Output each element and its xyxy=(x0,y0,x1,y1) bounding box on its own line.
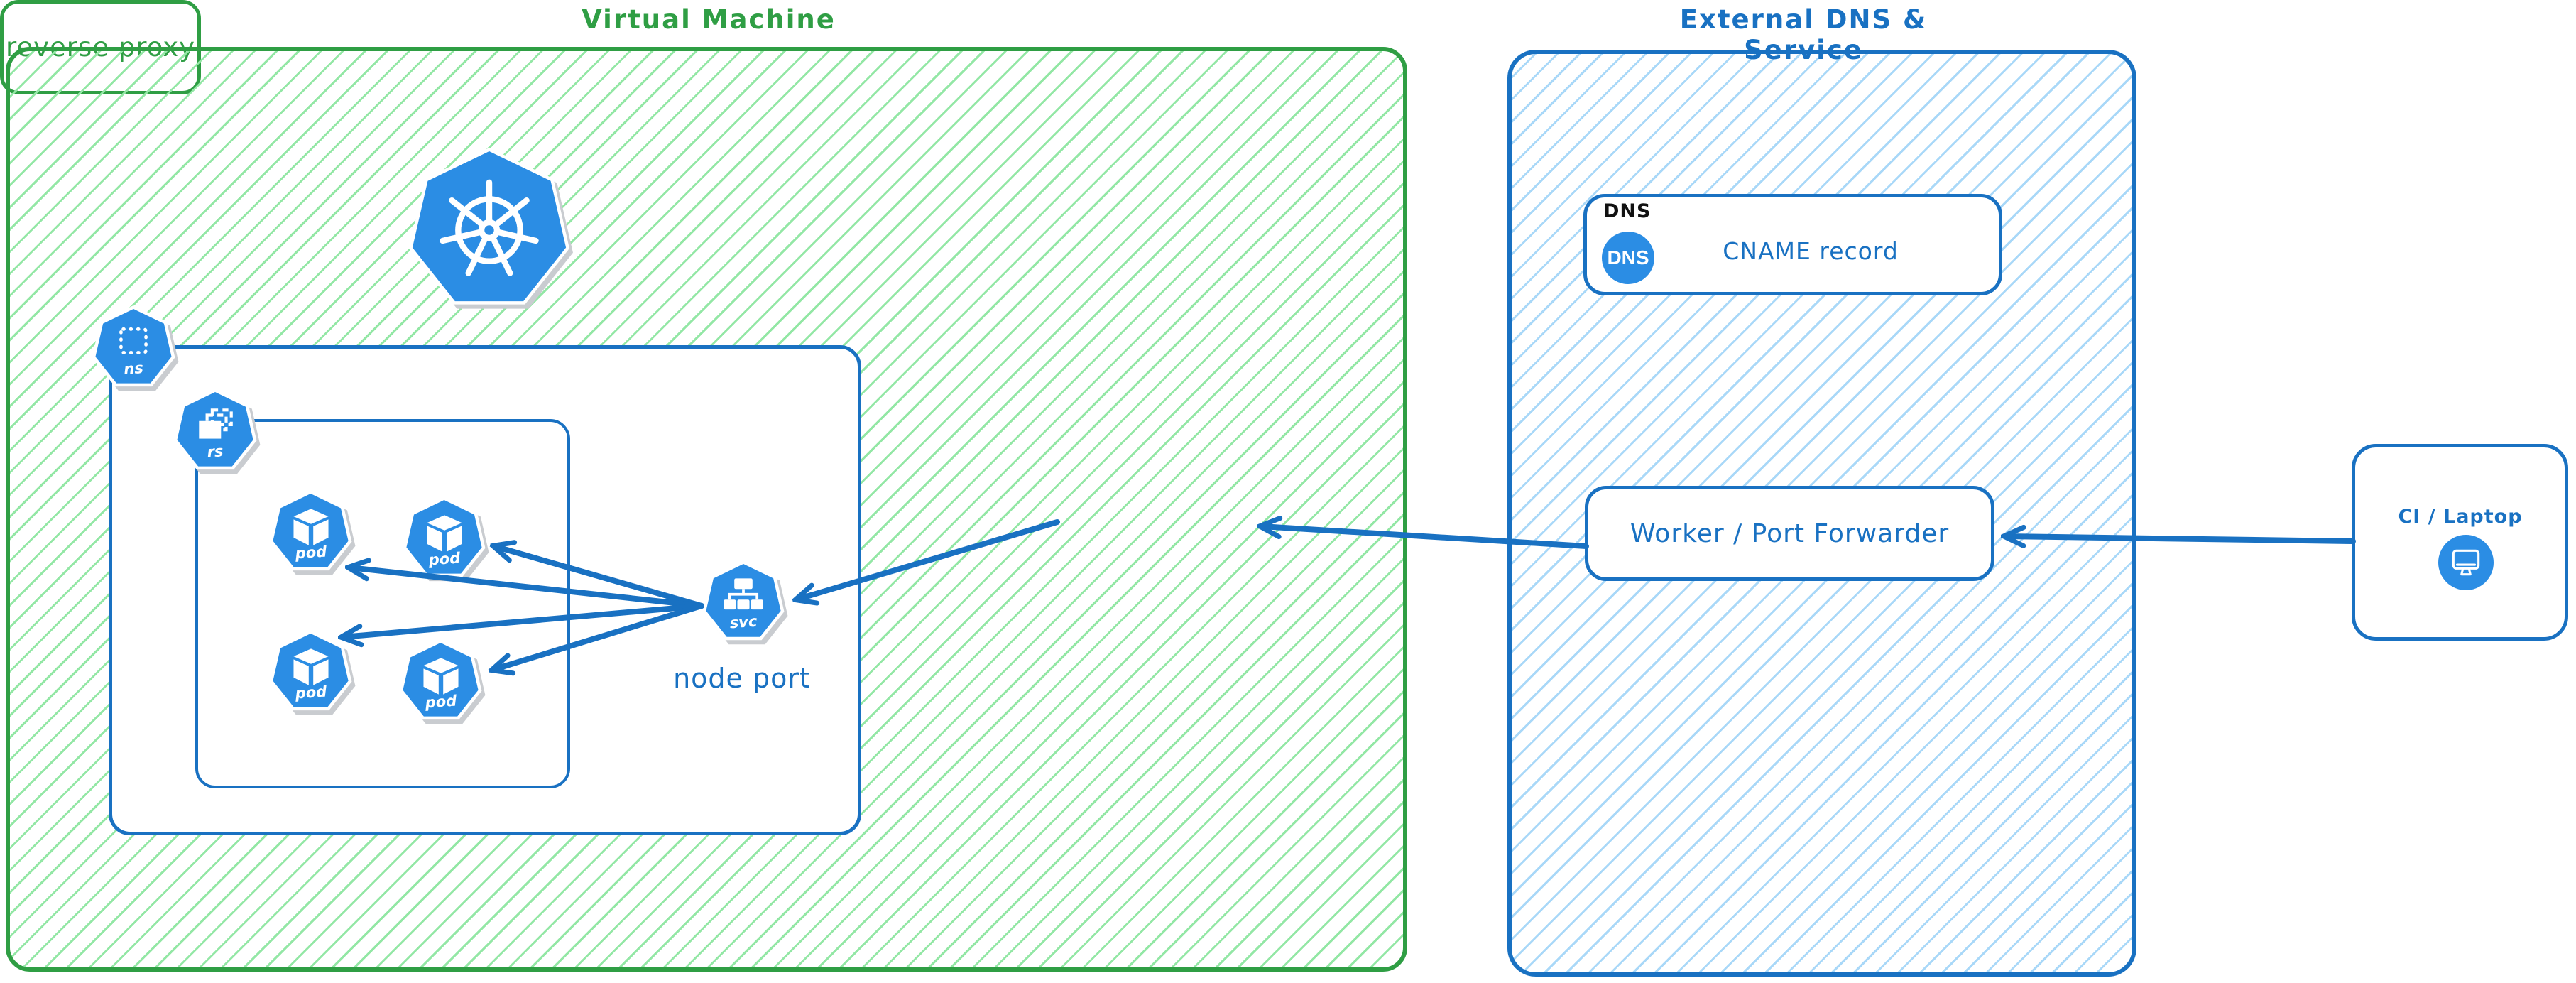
helm-wheel-icon xyxy=(440,179,539,276)
cname-record-label: CNAME record xyxy=(1723,237,1899,265)
pod-icon: pod xyxy=(402,496,486,581)
dns-tag-label: DNS xyxy=(1603,200,1652,222)
service-icon-label: svc xyxy=(728,612,758,632)
replicaset-box xyxy=(195,419,570,788)
pod-icon-label: pod xyxy=(427,549,461,569)
replicaset-icon-label: rs xyxy=(206,442,224,461)
pod-icon-label: pod xyxy=(294,683,327,702)
dns-card xyxy=(1583,194,2002,295)
namespace-icon-label: ns xyxy=(123,359,144,378)
service-icon: svc xyxy=(702,560,785,644)
pod-icon: pod xyxy=(398,639,483,724)
replicaset-icon: rs xyxy=(173,389,258,474)
monitor-icon xyxy=(2452,549,2480,576)
pod-icon: pod xyxy=(268,490,353,575)
pod-icon: pod xyxy=(268,630,353,715)
external-dns-title: External DNS & Service xyxy=(1679,4,1928,65)
laptop-icon xyxy=(2438,535,2494,590)
worker-port-forwarder-box: Worker / Port Forwarder xyxy=(1585,486,1994,581)
cube-icon xyxy=(426,515,462,552)
dotted-square-icon xyxy=(119,327,148,354)
pod-icon-label: pod xyxy=(294,543,327,563)
replica-stack-icon xyxy=(199,408,233,439)
dns-icon: DNS xyxy=(1602,232,1654,284)
worker-port-forwarder-label: Worker / Port Forwarder xyxy=(1630,518,1950,548)
pod-icon-label: pod xyxy=(424,692,457,712)
namespace-icon: ns xyxy=(91,305,176,391)
cube-icon xyxy=(293,648,329,685)
kubernetes-icon xyxy=(407,148,572,313)
dns-icon-label: DNS xyxy=(1607,246,1649,268)
cube-icon xyxy=(293,509,329,545)
virtual-machine-title: Virtual Machine xyxy=(582,4,836,35)
service-tree-icon xyxy=(724,578,763,609)
ci-laptop-label: CI / Laptop xyxy=(2398,506,2523,528)
cube-icon xyxy=(422,658,459,695)
node-port-label: node port xyxy=(673,663,811,694)
